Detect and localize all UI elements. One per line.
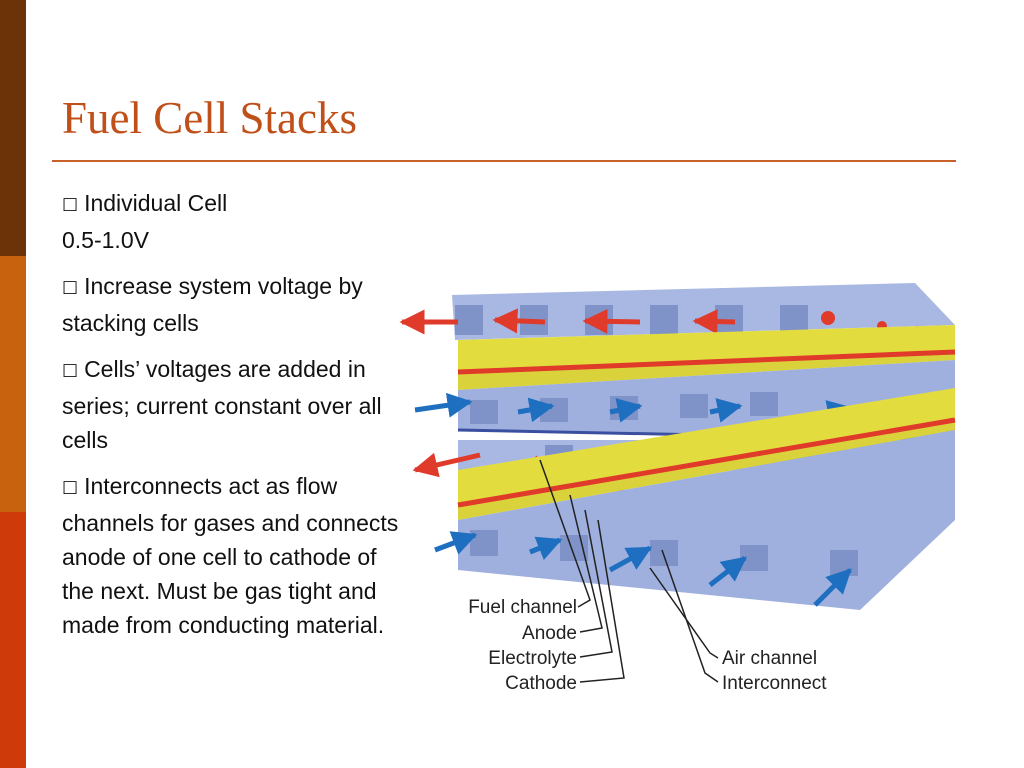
bullet-text: Individual Cell xyxy=(84,190,228,216)
bottom-interconnect xyxy=(458,430,955,610)
square-bullet-icon: □ xyxy=(62,194,79,214)
bullet-increase-voltage: □Increase system voltage by stacking cel… xyxy=(62,269,414,340)
upper-cell-layer xyxy=(457,325,956,390)
label-leader-lines xyxy=(539,459,719,683)
bullet-interconnects: □Interconnects act as flow channels for … xyxy=(62,469,414,642)
bullet-text: 0.5-1.0V xyxy=(62,227,149,253)
bullet-text: Interconnects act as flow channels for g… xyxy=(62,473,399,638)
label-electrolyte: Electrolyte xyxy=(488,648,577,669)
square-bullet-icon: □ xyxy=(62,477,79,497)
label-anode: Anode xyxy=(522,623,577,644)
lower-cell-layer xyxy=(457,388,956,520)
slide-title: Fuel Cell Stacks xyxy=(62,93,357,143)
side-bar-segment-red xyxy=(0,512,26,768)
label-cathode: Cathode xyxy=(505,673,577,694)
top-fuel-arrows xyxy=(399,308,921,335)
square-bullet-icon: □ xyxy=(62,277,79,297)
bullet-list: □Individual Cell 0.5-1.0V □Increase syst… xyxy=(62,186,414,654)
side-bar-segment-brown xyxy=(0,0,26,256)
bullet-text: Cells’ voltages are added in series; cur… xyxy=(62,356,382,453)
label-air-channel: Air channel xyxy=(722,648,817,669)
title-divider xyxy=(52,160,956,162)
side-bar-segment-orange xyxy=(0,256,26,512)
bullet-individual-cell: □Individual Cell 0.5-1.0V xyxy=(62,186,414,257)
label-interconnect: Interconnect xyxy=(722,673,827,694)
fuel-cell-stack-diagram: Fuel channel Anode Electrolyte Cathode A… xyxy=(399,283,956,694)
label-fuel-channel: Fuel channel xyxy=(468,597,577,618)
side-color-bar xyxy=(0,0,26,768)
bullet-text: Increase system voltage by stacking cell… xyxy=(62,273,363,336)
bottom-air-arrows xyxy=(434,531,852,607)
square-bullet-icon: □ xyxy=(62,360,79,380)
bullet-series-voltages: □Cells’ voltages are added in series; cu… xyxy=(62,352,414,457)
